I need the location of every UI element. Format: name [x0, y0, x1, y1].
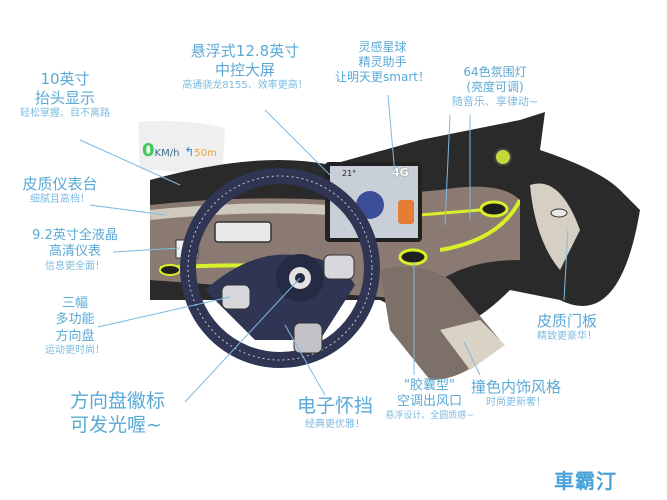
annotation-center-screen: 悬浮式12.8英寸 中控大屏 高通骁龙8155、效率更高！	[182, 42, 308, 91]
turn-arrow-icon: ↰	[184, 145, 195, 159]
annotation-vents: "胶囊型" 空调出风口 悬浮设计、全圆质感~	[385, 378, 474, 421]
annotation-dashboard: 皮质仪表台 细腻且高档！	[22, 175, 98, 205]
annotation-trim: 撞色内饰风格 时尚更新奢！	[470, 378, 561, 408]
annotation-logo-light: 方向盘徽标 可发光喔~	[70, 390, 166, 436]
annotation-hud: 10英寸 抬头显示 轻松掌握、目不离路	[20, 70, 110, 119]
hud-projection: 0KM/h ↰50m	[142, 140, 217, 161]
annotation-assistant: 灵感星球 精灵助手 让明天更smart！	[335, 40, 430, 84]
annotation-gear: 电子怀挡 经典更优雅！	[296, 395, 373, 430]
hud-distance: 50m	[194, 148, 217, 159]
annotation-door: 皮质门板 精致更豪华！	[536, 312, 597, 342]
screen-temperature: 21°	[342, 169, 357, 178]
annotation-cluster: 9.2英寸全液晶 高清仪表 信息更全面！	[32, 228, 118, 272]
hud-speed-unit: KM/h	[154, 148, 180, 159]
screen-signal: 4G	[392, 166, 409, 179]
hud-speed: 0	[142, 140, 155, 161]
annotation-ambient-light: 64色氛围灯 (亮度可调) 随音乐、享律动~	[451, 65, 539, 108]
watermark-logo: 車霸汀	[554, 469, 617, 493]
annotation-steering: 三幅 多功能 方向盘 运动更时尚！	[45, 296, 105, 356]
